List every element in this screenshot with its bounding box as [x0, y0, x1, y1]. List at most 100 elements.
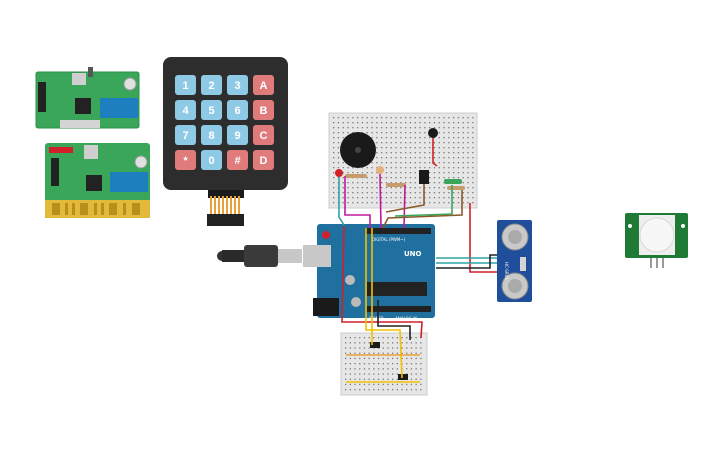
wire-yellow-2[interactable]	[365, 228, 403, 379]
transistor[interactable]	[419, 170, 429, 184]
atmega-chip	[367, 282, 427, 296]
power-label: POWER	[369, 316, 384, 321]
ldr-sensor[interactable]	[376, 166, 384, 174]
breadboard-top[interactable]	[328, 112, 478, 209]
arduino-brand: UNO	[404, 250, 422, 258]
key-face	[227, 125, 248, 145]
antenna	[88, 67, 93, 77]
key-label: 8	[208, 130, 214, 142]
key-label: #	[234, 155, 240, 167]
reset-button[interactable]	[322, 231, 330, 239]
key-face	[253, 100, 274, 120]
wire-magenta-1[interactable]	[344, 176, 371, 228]
pir-sensor[interactable]	[625, 213, 688, 268]
wire-red-3[interactable]	[341, 225, 423, 339]
capacitor	[345, 275, 355, 285]
keypad-key-8[interactable]: 7	[175, 125, 196, 145]
red-header	[49, 147, 73, 153]
keypad-key-0[interactable]: 1	[175, 75, 196, 95]
diode[interactable]	[398, 374, 408, 380]
key-face	[175, 125, 196, 145]
wire-green-1[interactable]	[394, 185, 453, 217]
wire-magenta-3[interactable]	[403, 184, 406, 229]
key-label: 6	[234, 105, 240, 117]
keypad-key-11[interactable]: C	[253, 125, 274, 145]
keypad-key-12[interactable]: *	[175, 150, 196, 170]
wire-black-1[interactable]	[436, 254, 497, 269]
wire-brown-2[interactable]	[382, 190, 463, 229]
led-green[interactable]	[444, 179, 462, 184]
key-face	[201, 125, 222, 145]
ultrasonic-sensor[interactable]: HC-SR04	[497, 220, 532, 302]
keypad-key-5[interactable]: 5	[201, 100, 222, 120]
wire-magenta-2[interactable]	[379, 173, 382, 229]
key-face	[253, 75, 274, 95]
keypad-connector	[207, 214, 244, 226]
keypad-key-3[interactable]: A	[253, 75, 274, 95]
crystal	[520, 257, 526, 271]
keypad-key-14[interactable]: #	[227, 150, 248, 170]
key-label: 2	[208, 80, 214, 92]
analog-label: ANALOG IN	[395, 316, 417, 321]
led-red[interactable]	[335, 169, 343, 177]
wire-teal-1[interactable]	[338, 177, 345, 226]
wires[interactable]	[338, 138, 497, 383]
terminal-block	[110, 172, 148, 192]
wire-red-2[interactable]	[469, 203, 497, 273]
key-face	[201, 100, 222, 120]
digital-header	[365, 228, 431, 234]
motor-driver-board-top[interactable]	[35, 67, 140, 129]
keypad-key-13[interactable]: 0	[201, 150, 222, 170]
photoresistor[interactable]	[428, 128, 438, 138]
keypad-key-9[interactable]: 8	[201, 125, 222, 145]
resistor-2[interactable]	[386, 183, 406, 187]
keypad-key-10[interactable]: 9	[227, 125, 248, 145]
key-face	[201, 150, 222, 170]
microbit-board[interactable]	[45, 143, 150, 218]
wire-brown-1[interactable]	[385, 184, 425, 213]
usb-b-port	[303, 245, 331, 267]
key-face	[227, 100, 248, 120]
keypad-key-15[interactable]: D	[253, 150, 274, 170]
key-face	[201, 75, 222, 95]
resistor-1[interactable]	[345, 174, 367, 178]
sensor-label: HC-SR04	[504, 262, 509, 280]
breadboard-bottom[interactable]	[340, 332, 428, 396]
connector-strip	[60, 120, 100, 128]
key-label: B	[260, 105, 268, 117]
usb-cable[interactable]	[217, 245, 302, 267]
keypad-key-7[interactable]: B	[253, 100, 274, 120]
key-face	[227, 75, 248, 95]
digital-label: DIGITAL (PWM~)	[372, 237, 406, 242]
usb-port	[72, 73, 86, 85]
key-label: 3	[234, 80, 240, 92]
potentiometer[interactable]	[123, 77, 137, 91]
key-label: 7	[182, 130, 188, 142]
analog-header	[367, 306, 431, 312]
key-label: 1	[182, 80, 188, 92]
wire-black-2[interactable]	[377, 300, 411, 340]
keypad-key-2[interactable]: 3	[227, 75, 248, 95]
arduino-uno[interactable]: UNO DIGITAL (PWM~) ANALOG IN POWER	[303, 224, 435, 321]
key-label: 4	[182, 105, 189, 117]
resistor-3[interactable]	[447, 186, 465, 190]
keypad-key-4[interactable]: 4	[175, 100, 196, 120]
keypad-key-6[interactable]: 6	[227, 100, 248, 120]
wire-red-1[interactable]	[432, 138, 438, 167]
key-face	[227, 150, 248, 170]
pin-header	[38, 82, 46, 112]
pin-header	[51, 158, 59, 186]
key-label: 5	[208, 105, 214, 117]
keypad-key-1[interactable]: 2	[201, 75, 222, 95]
pir-dome	[639, 217, 675, 253]
key-label: C	[260, 130, 268, 142]
diode[interactable]	[370, 342, 380, 348]
breadboard-body	[340, 332, 428, 396]
key-face	[253, 125, 274, 145]
key-face	[175, 100, 196, 120]
ribbon	[208, 190, 244, 198]
potentiometer[interactable]	[134, 155, 148, 169]
key-face	[175, 75, 196, 95]
